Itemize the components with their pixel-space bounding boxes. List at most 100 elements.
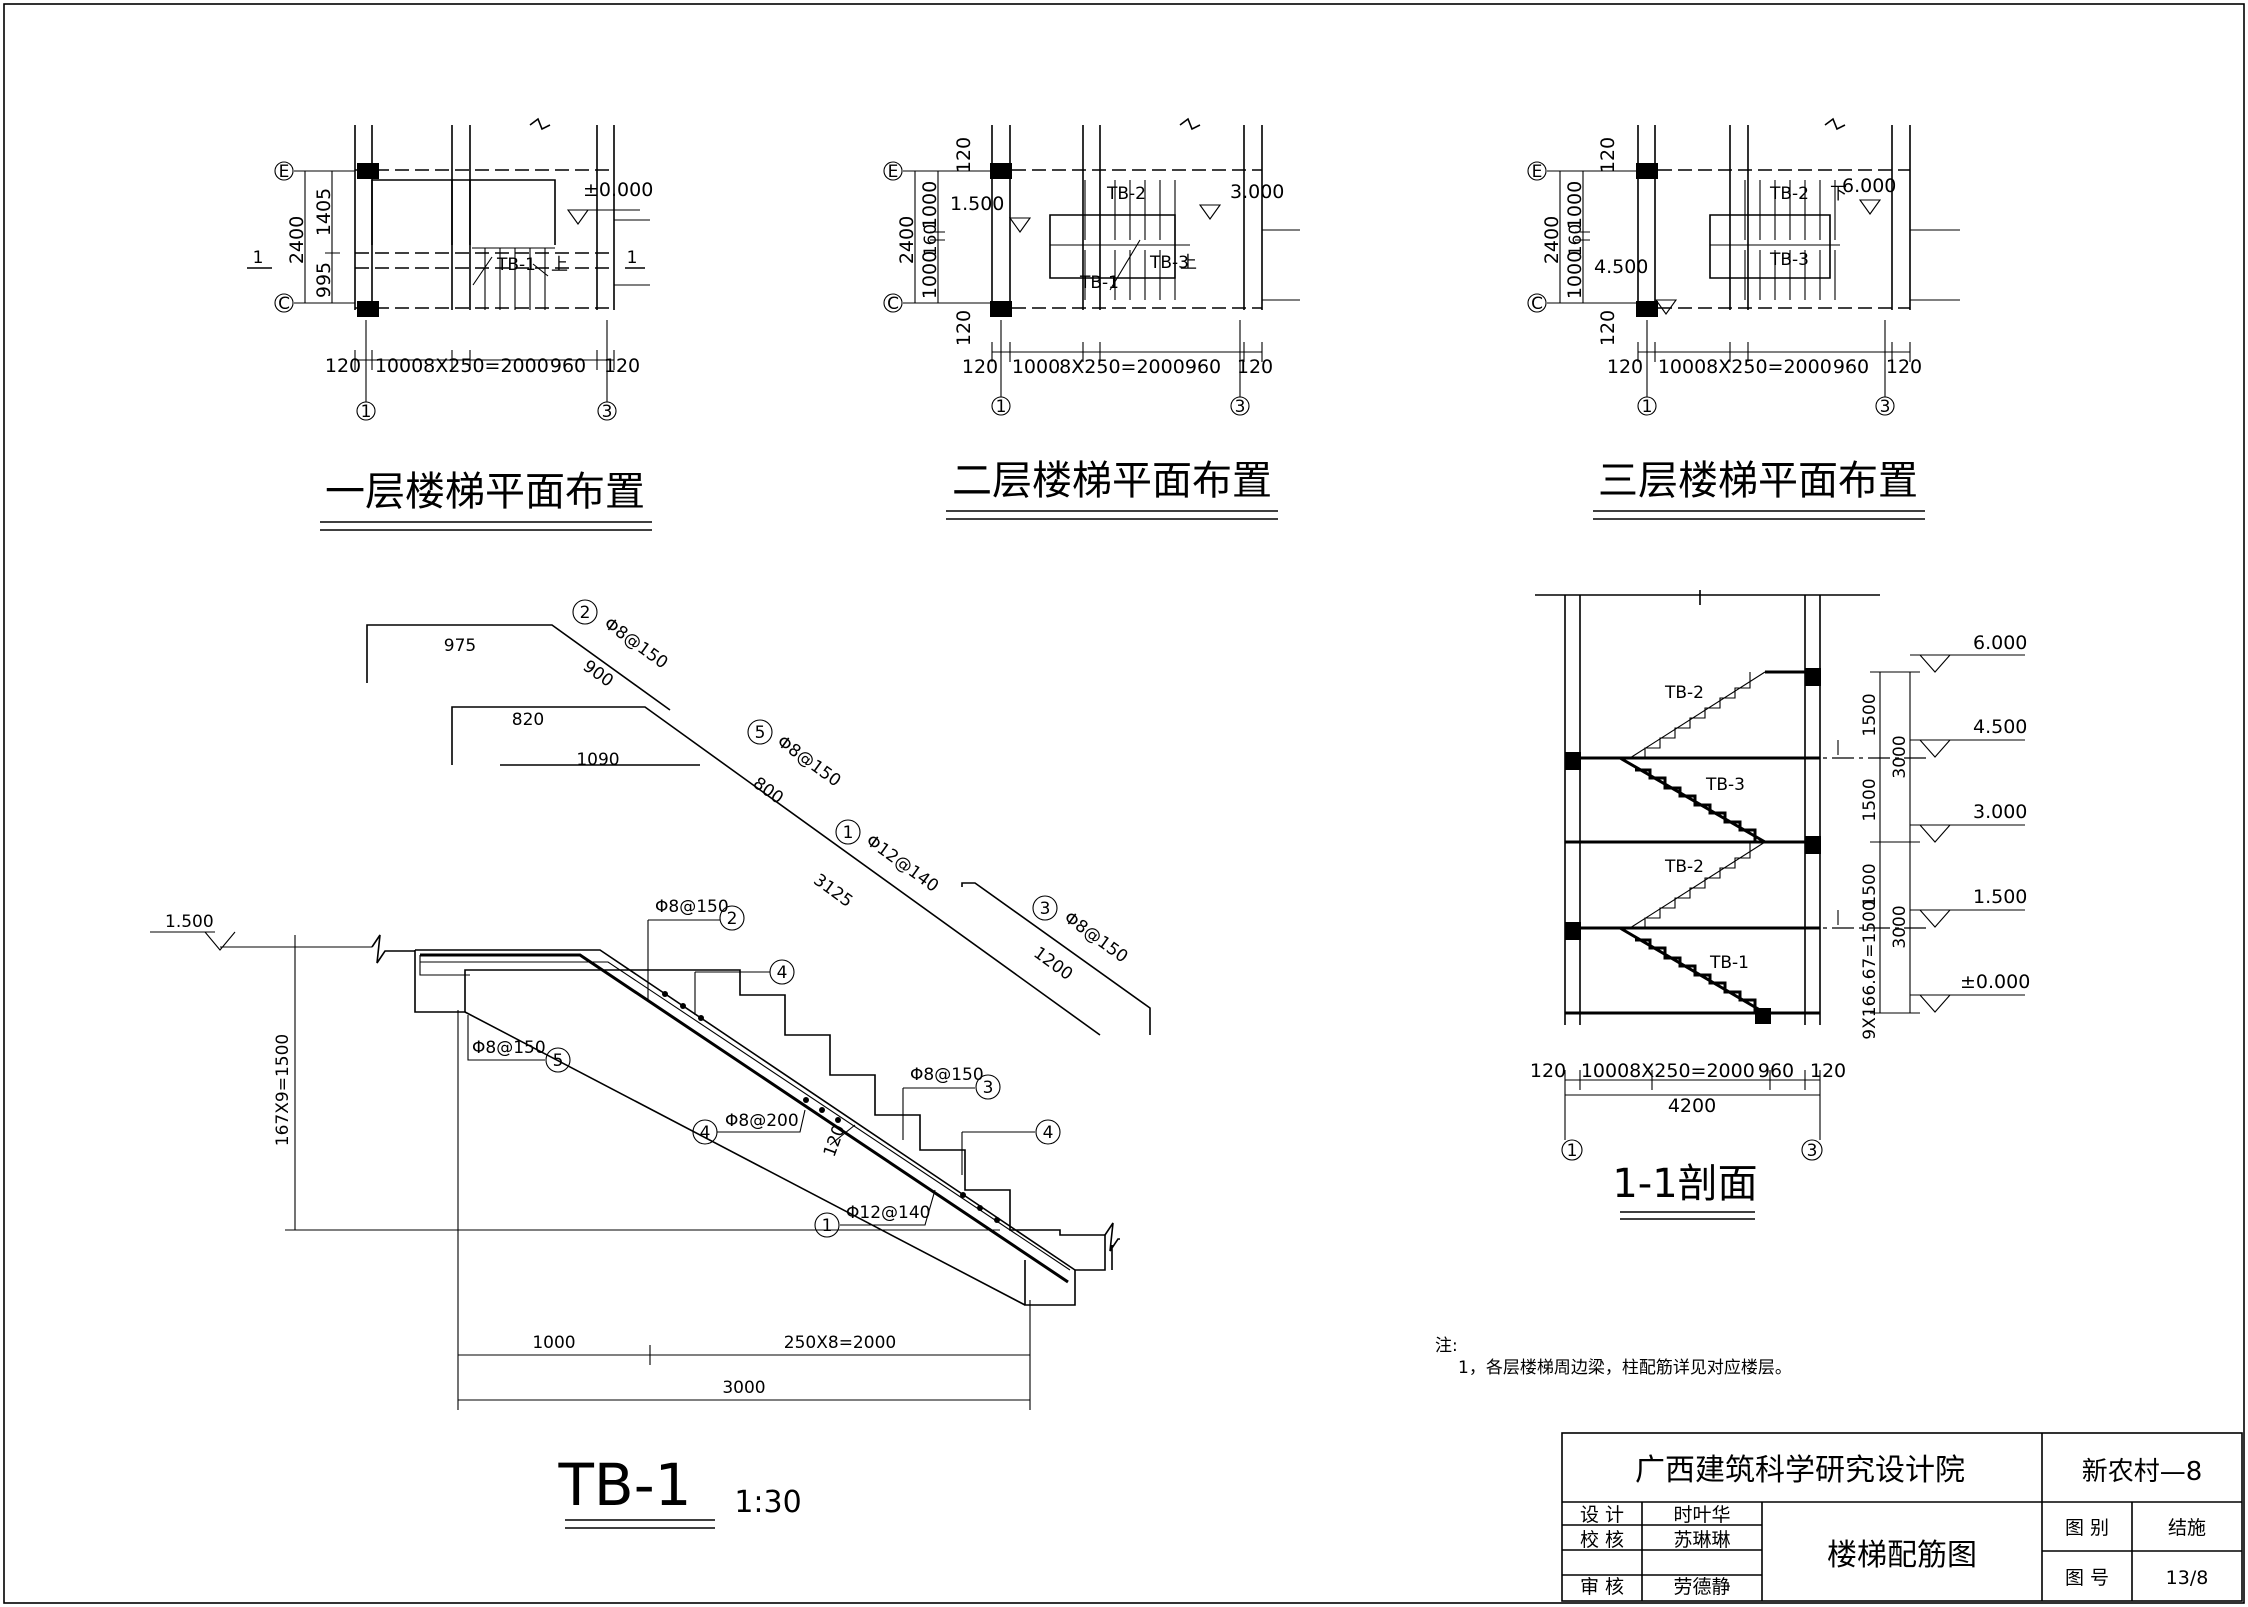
axis-1-label: 1: [996, 397, 1007, 417]
row-review-label: 审 核: [1580, 1576, 1624, 1598]
axis-bubble: [1561, 1139, 1583, 1161]
tb1-label: TB-1: [1079, 273, 1119, 293]
dim-text: 1000: [1658, 356, 1706, 378]
tb1-title: TB-1: [557, 1451, 691, 1519]
len-1090: 1090: [576, 750, 619, 770]
callout-circle: [769, 959, 795, 985]
dim-4200: 4200: [1668, 1095, 1716, 1117]
call-1-spec: Φ12@140: [846, 1203, 930, 1223]
call-4a-num: 4: [777, 963, 788, 983]
rebar-spec: Φ8@150: [600, 614, 671, 673]
rebar-number: 1: [843, 823, 854, 843]
tb3-label: TB-3: [1769, 250, 1809, 270]
sec-label: TB-1: [1709, 953, 1749, 973]
vdim: 1500: [1860, 863, 1880, 906]
dim-120-top: 120: [1597, 137, 1619, 173]
dim-text: 120: [1607, 356, 1643, 378]
plan-third-title: 三层楼梯平面布置: [1598, 458, 1918, 504]
call-1-num: 1: [822, 1216, 833, 1236]
number-label: 图 号: [2065, 1567, 2109, 1589]
axis-1-label: 1: [1642, 397, 1653, 417]
cut-mark-right: 1: [627, 248, 638, 268]
callout-circle: [975, 1074, 1001, 1100]
vdim: 3000: [1890, 735, 1910, 778]
row-design-label: 设 计: [1580, 1504, 1624, 1526]
beam: [1805, 668, 1821, 686]
height-dim: 167X9=1500: [273, 1034, 293, 1146]
axis-1-label: 1: [361, 402, 372, 422]
call-5-spec: Φ8@150: [472, 1038, 546, 1058]
sec-elev: 6.000: [1973, 632, 2027, 654]
plan-second-floor: E C 1 3 2400 1000 160 1000 120 120 1.500…: [883, 117, 1300, 520]
row-review-name: 劳德静: [1673, 1576, 1730, 1598]
call-3-num: 3: [983, 1078, 994, 1098]
axis-3-label: 3: [1235, 397, 1246, 417]
callout-circle: [1035, 1119, 1061, 1145]
dim-text: 120: [1530, 1060, 1566, 1082]
rebar-number: 5: [755, 723, 766, 743]
dim-text: 960: [1185, 356, 1221, 378]
column: [990, 163, 1012, 179]
plan-third-floor: E C 1 3 2400 1000 160 1000 120 120 4.500…: [1527, 117, 1960, 520]
title-block: 广西建筑科学研究设计院 新农村—8 楼梯配筋图 设 计 时叶华 校 核 苏琳琳 …: [1561, 1432, 2243, 1602]
rebar-number-circle: [1032, 895, 1058, 921]
axis-e-label: E: [1532, 162, 1543, 182]
len-820: 820: [512, 710, 544, 730]
axis-bubble: [1527, 293, 1547, 313]
dim-1000: 1000: [1564, 251, 1586, 299]
plan-second-title: 二层楼梯平面布置: [952, 458, 1272, 504]
axis-c-label: C: [1531, 294, 1543, 314]
dim-120-bottom: 120: [953, 310, 975, 346]
sheet-border: [3, 3, 2245, 1604]
tb2-label: TB-2: [1769, 184, 1809, 204]
sec-label: TB-3: [1705, 775, 1745, 795]
dim-text: 8X250=2000: [1706, 356, 1832, 378]
call-5-num: 5: [553, 1051, 564, 1071]
sec-elev: 4.500: [1973, 716, 2027, 738]
callout-circle: [719, 905, 745, 931]
dim-2400: 2400: [896, 216, 918, 264]
elev-1500: 1.500: [165, 912, 214, 932]
note-head: 注:: [1435, 1336, 1458, 1356]
rebar-dot: [662, 991, 668, 997]
dim-text: 1000: [375, 355, 423, 377]
plan-first-floor: E C 1 3 2400 1405 995 1 1 ±0.000 TB-1 上 …: [247, 117, 653, 531]
callout-circle: [814, 1212, 840, 1238]
dim-text: 120: [962, 356, 998, 378]
call-4b-spec: Φ8@200: [725, 1111, 799, 1131]
axis-c-label: C: [278, 294, 290, 314]
dim-1000: 1000: [1564, 181, 1586, 229]
beam: [1565, 752, 1581, 770]
dim-1000: 1000: [532, 1333, 575, 1353]
section-title: 1-1剖面: [1612, 1161, 1757, 1207]
dim-2400: 2400: [1541, 216, 1563, 264]
section-1-1: TB-2 TB-3 TB-2 TB-1 1500 3000 1500 1500 …: [1530, 590, 2030, 1220]
rebar-number: 2: [580, 603, 591, 623]
dim-text: 8X250=2000: [1059, 356, 1185, 378]
dim-text: 120: [1237, 356, 1273, 378]
dim-text: 1000: [1012, 356, 1060, 378]
call-4b-num: 4: [700, 1123, 711, 1143]
dim-text: 8X250=2000: [1629, 1060, 1755, 1082]
elev-3000: 3.000: [1230, 181, 1284, 203]
elev-4500: 4.500: [1594, 256, 1648, 278]
dim-text: 960: [1758, 1060, 1794, 1082]
thickness-120: 120: [820, 1122, 850, 1159]
dim-120-top: 120: [953, 137, 975, 173]
row-design-name: 时叶华: [1673, 1504, 1730, 1526]
up-label: 上: [1180, 253, 1197, 273]
dim-3000: 3000: [722, 1378, 765, 1398]
beam: [1755, 1008, 1771, 1024]
axis-bubble: [883, 161, 903, 181]
dim-text: 120: [1886, 356, 1922, 378]
tb1-detail: 1.500 167X9=1500 Φ8@150 2: [150, 897, 1120, 1529]
len-900: 900: [579, 656, 617, 691]
rebar-number-circle: [747, 719, 773, 745]
axis-e-label: E: [888, 162, 899, 182]
category-value: 结施: [2168, 1517, 2206, 1539]
axis-bubble: [1801, 1139, 1823, 1161]
vdim: 3000: [1890, 905, 1910, 948]
down-label: 下: [1830, 184, 1847, 204]
note-line: 1，各层楼梯周边梁，柱配筋详见对应楼层。: [1458, 1358, 1792, 1378]
